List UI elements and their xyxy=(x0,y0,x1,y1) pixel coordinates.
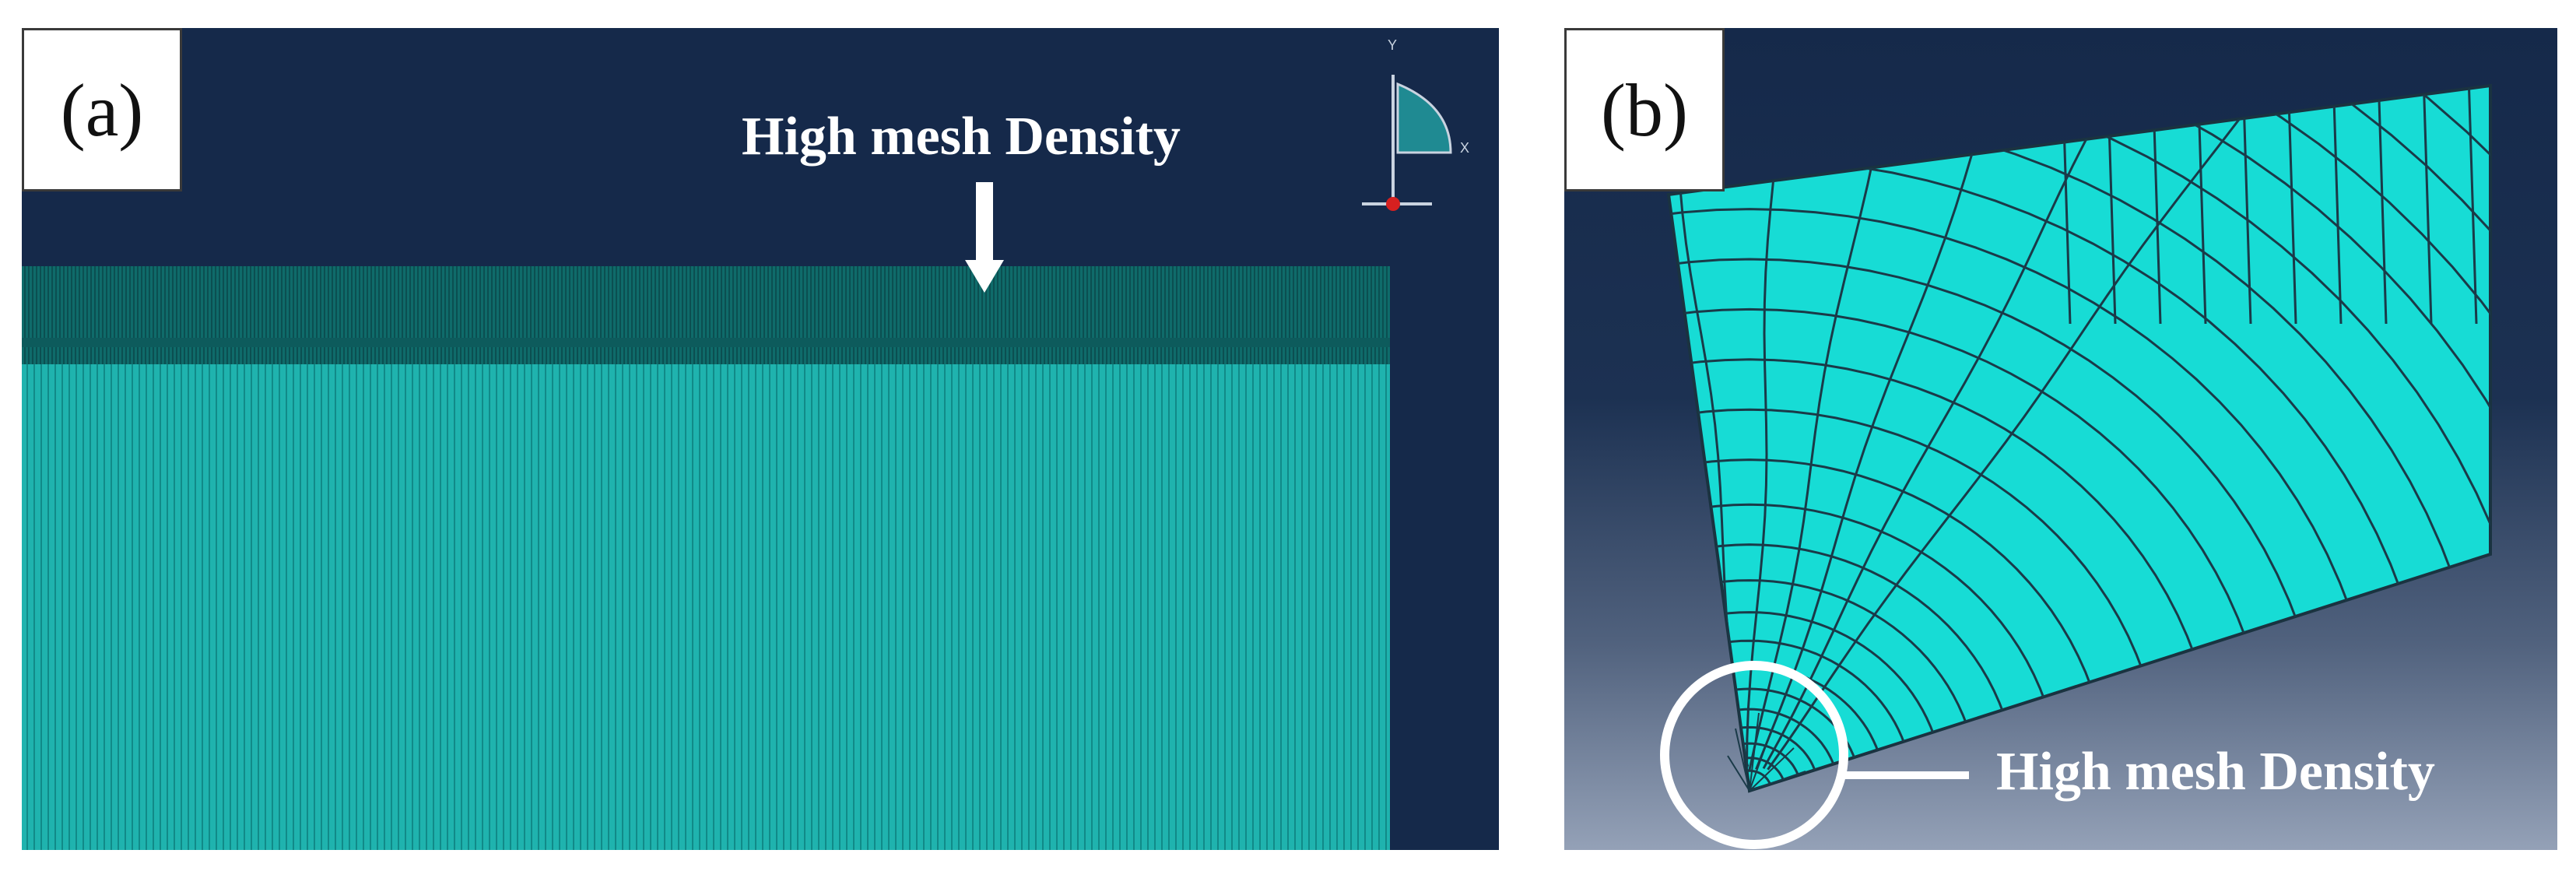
axis-triad-icon xyxy=(1362,75,1452,211)
mesh-domain xyxy=(1666,83,2492,793)
mesh-view-b xyxy=(1660,83,2492,849)
annotation-a: High mesh Density xyxy=(742,107,1181,167)
axis-y-label: Y xyxy=(1388,37,1397,53)
panel-b: (b) High mesh Density xyxy=(1564,28,2557,850)
dense-mesh-band xyxy=(22,266,1390,338)
highlight-circle xyxy=(1660,661,1848,849)
dense-corner xyxy=(1727,712,1806,792)
panel-a: Y X (a) High mesh Density xyxy=(22,28,1499,850)
dense-mesh-divider xyxy=(22,338,1390,347)
axis-x-label: X xyxy=(1460,140,1469,156)
dense-mesh-band-lower xyxy=(22,347,1390,364)
annotation-b: High mesh Density xyxy=(1996,742,2435,802)
panel-label-a: (a) xyxy=(22,28,182,191)
mesh-body xyxy=(22,364,1390,850)
panel-label-b: (b) xyxy=(1564,28,1725,191)
down-arrow-icon xyxy=(965,182,1004,293)
mesh-view-a: Y X xyxy=(22,37,1469,850)
